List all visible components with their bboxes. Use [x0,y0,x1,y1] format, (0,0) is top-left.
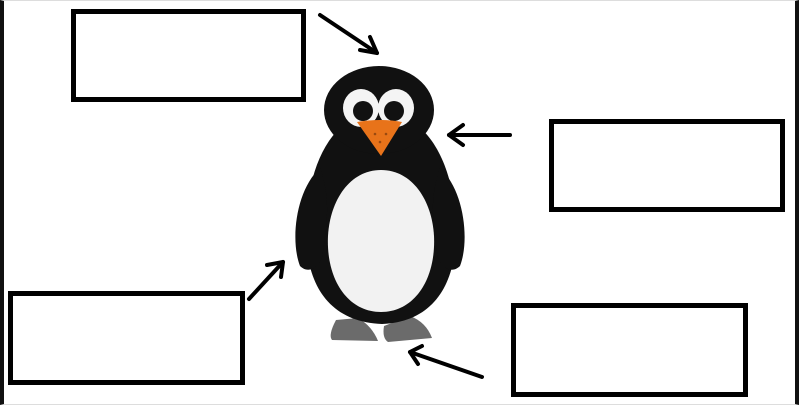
penguin-right-flipper [432,168,465,270]
penguin-beak [357,120,402,156]
arrow-bottom-right [408,344,484,379]
arrow-right [447,123,512,147]
label-box-bottom-right[interactable] [511,303,748,397]
arrow-top-left [318,13,379,55]
label-box-bottom-left[interactable] [8,291,245,385]
penguin-right-pupil [384,101,404,121]
penguin-belly [327,170,435,312]
label-box-top-left[interactable] [71,9,306,102]
penguin-left-pupil [353,101,373,121]
arrow-bottom-left [247,260,285,301]
penguin-left-foot [330,318,378,341]
penguin-illustration [295,66,465,342]
penguin-left-flipper [295,168,328,270]
label-box-right[interactable] [549,119,785,212]
